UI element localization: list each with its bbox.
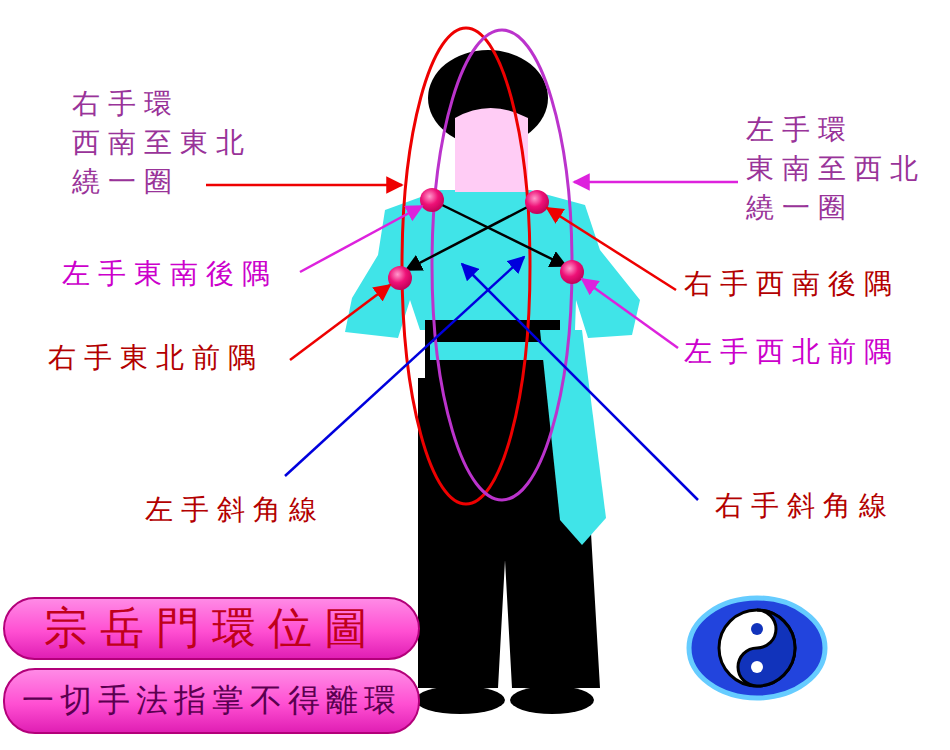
banner-text: 宗岳門環位圖 xyxy=(44,599,380,658)
position-dot xyxy=(420,188,444,212)
leader-line xyxy=(547,208,676,290)
ring-label: 右手環 西南至東北 繞一圈 xyxy=(72,84,272,202)
position-dot xyxy=(525,190,549,214)
line-label: 右手斜角線 xyxy=(715,486,895,525)
position-label: 左手西北前隅 xyxy=(684,332,900,371)
taiji-half xyxy=(738,610,795,686)
right-hand-ring xyxy=(402,28,530,504)
belt-band xyxy=(430,342,555,360)
leader-line xyxy=(574,181,738,184)
taiji-eye xyxy=(751,623,763,635)
left-hand-ring xyxy=(432,30,572,500)
leader-line xyxy=(582,279,678,348)
position-label: 左手東南後隅 xyxy=(62,254,278,293)
leader-line xyxy=(290,285,390,360)
banner-text: 一切手法指掌不得離環 xyxy=(22,679,402,723)
jacket xyxy=(345,190,640,338)
left-foot xyxy=(415,686,505,714)
taiji-circle xyxy=(719,610,795,686)
position-dot xyxy=(560,260,584,284)
taiji-emblem xyxy=(689,598,825,698)
ring-label: 左手環 東南至西北 繞一圈 xyxy=(746,110,940,228)
taiji-eye xyxy=(751,661,763,673)
emblem-disc xyxy=(689,598,825,698)
position-dot xyxy=(388,266,412,290)
leader-line xyxy=(300,206,422,272)
leader-line xyxy=(206,184,402,187)
hand-path-arrow xyxy=(406,202,537,270)
diagonal-line xyxy=(462,264,698,500)
right-foot xyxy=(510,686,594,714)
position-label: 右手東北前隅 xyxy=(48,338,264,377)
line-label: 左手斜角線 xyxy=(145,490,325,529)
motto-banner: 一切手法指掌不得離環 xyxy=(3,668,420,734)
position-label: 右手西南後隅 xyxy=(684,264,900,303)
title-banner: 宗岳門環位圖 xyxy=(3,597,420,660)
